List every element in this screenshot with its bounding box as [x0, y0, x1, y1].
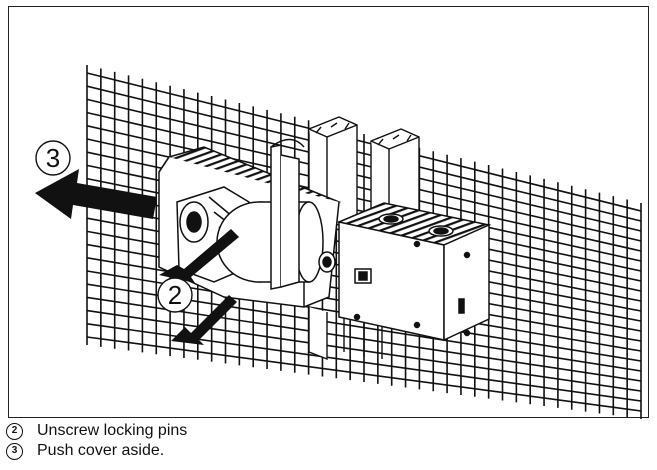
unscrew-arrow — [159, 229, 239, 345]
assembly-illustration: 3 2 — [35, 65, 642, 419]
callout-3: 3 — [35, 140, 71, 176]
legend-text-2: Unscrew locking pins — [37, 422, 188, 439]
callout-3-number: 3 — [46, 143, 60, 173]
callout-2: 2 — [157, 277, 193, 313]
step-legend: 2 Unscrew locking pins 3 Push cover asid… — [6, 421, 649, 461]
legend-item-2: 2 Unscrew locking pins — [6, 421, 649, 441]
push-aside-arrow — [35, 169, 157, 219]
switch-housing — [336, 202, 492, 342]
callout-2-number: 2 — [168, 280, 182, 310]
legend-number-3: 3 — [6, 442, 23, 460]
handle-cylinder — [216, 138, 336, 290]
legend-number-2: 2 — [6, 422, 23, 440]
illustration-frame: 3 2 — [8, 6, 649, 419]
legend-text-3: Push cover aside. — [37, 442, 165, 459]
legend-item-3: 3 Push cover aside. — [6, 441, 649, 461]
